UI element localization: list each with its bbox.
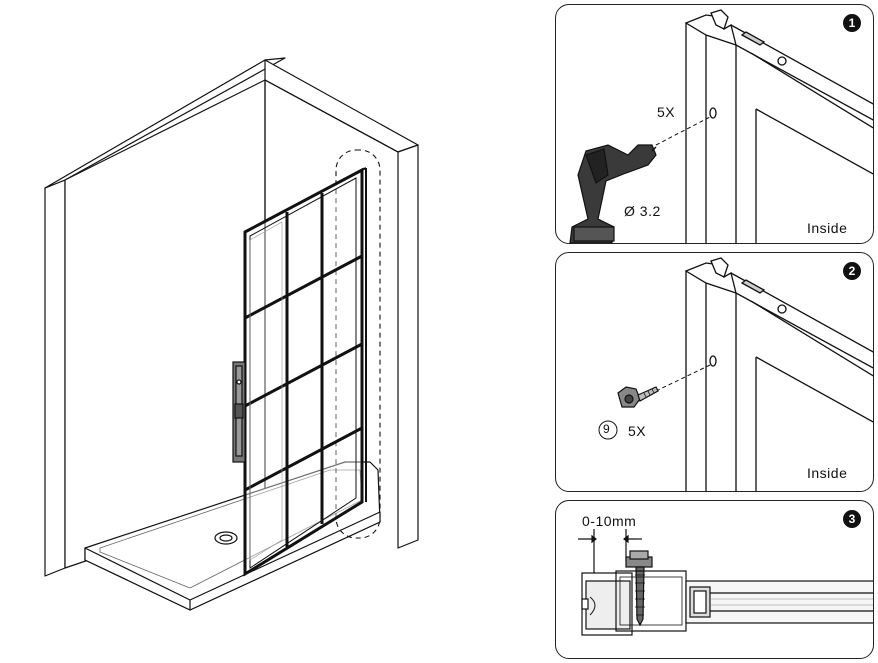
left-wall bbox=[44, 179, 66, 577]
count-label: 5X bbox=[628, 423, 647, 439]
overview-illustration bbox=[44, 57, 419, 611]
profile-highlight bbox=[335, 149, 381, 539]
wall-top-left bbox=[44, 57, 286, 189]
step-1-panel: 5X Ø 3.2 Inside 1 bbox=[555, 4, 874, 244]
step-2-panel: 9 5X Inside 2 bbox=[555, 252, 874, 492]
step-1-drawing bbox=[569, 9, 873, 243]
wall-top-ledge bbox=[264, 59, 419, 153]
glass-panel bbox=[243, 167, 367, 577]
screw-icon bbox=[617, 386, 659, 408]
step-number-badge: 3 bbox=[843, 510, 861, 528]
count-label: 5X bbox=[657, 104, 676, 120]
step-3-panel: 0-10mm 3 bbox=[555, 500, 874, 659]
right-wall bbox=[397, 144, 419, 549]
back-wall bbox=[64, 79, 266, 569]
shower-enclosure-drawing bbox=[44, 57, 419, 611]
part-number-circle bbox=[598, 420, 618, 440]
door-handle bbox=[232, 361, 246, 463]
part-number-label: 9 bbox=[603, 422, 611, 436]
side-label: Inside bbox=[807, 220, 848, 236]
gap-dimension-label: 0-10mm bbox=[582, 513, 637, 529]
step-2-drawing bbox=[598, 257, 873, 491]
step-number-badge: 2 bbox=[843, 262, 861, 280]
drill-icon bbox=[569, 144, 657, 243]
step-3-drawing bbox=[578, 529, 873, 636]
drill-bit-label: Ø 3.2 bbox=[624, 203, 661, 219]
side-label: Inside bbox=[807, 465, 848, 481]
step-number-badge: 1 bbox=[843, 14, 861, 32]
